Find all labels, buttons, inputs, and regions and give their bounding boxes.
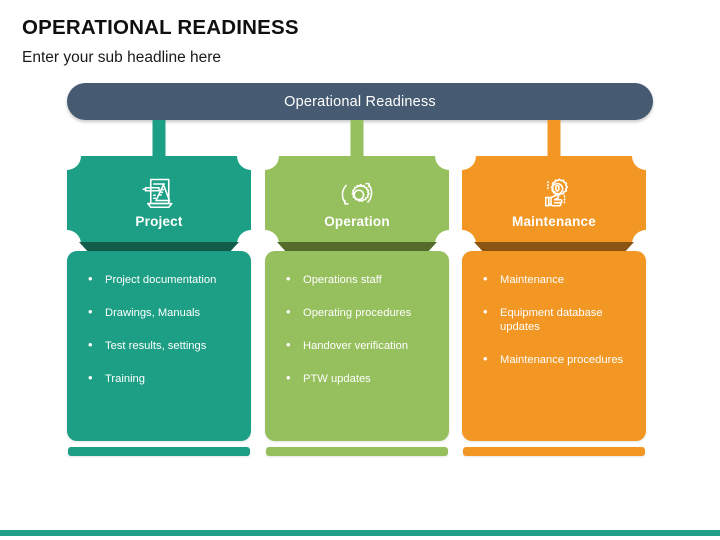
header-card-operation[interactable]: Operation xyxy=(265,156,449,244)
list-item: Operations staff xyxy=(273,272,441,287)
list-item: Maintenance procedures xyxy=(470,352,638,367)
body-card-operation: Operations staff Operating procedures Ha… xyxy=(265,251,449,441)
operational-readiness-banner[interactable]: Operational Readiness xyxy=(67,83,653,120)
document-ruler-pencil-icon xyxy=(142,178,173,209)
card-title-operation: Operation xyxy=(324,214,390,229)
under-bar-operation xyxy=(266,447,448,456)
bullet-list-project: Project documentation Drawings, Manuals … xyxy=(75,272,243,386)
header-card-shape-maintenance xyxy=(462,156,646,244)
list-item: PTW updates xyxy=(273,371,441,386)
gear-refresh-icon xyxy=(341,182,373,205)
list-item: Drawings, Manuals xyxy=(75,305,243,320)
hand-gear-wrench-icon xyxy=(544,178,569,207)
card-title-maintenance: Maintenance xyxy=(512,214,596,229)
page-title: OPERATIONAL READINESS xyxy=(22,16,299,39)
page-subtitle: Enter your sub headline here xyxy=(22,49,222,66)
list-item: Handover verification xyxy=(273,338,441,353)
list-item: Training xyxy=(75,371,243,386)
body-card-maintenance: Maintenance Equipment database updates M… xyxy=(462,251,646,441)
banner-label: Operational Readiness xyxy=(284,93,436,110)
list-item: Test results, settings xyxy=(75,338,243,353)
bullet-list-operation: Operations staff Operating procedures Ha… xyxy=(273,272,441,386)
under-bar-maintenance xyxy=(463,447,645,456)
connector-stem-operation xyxy=(350,120,364,158)
list-item: Equipment database updates xyxy=(470,305,605,334)
list-item: Project documentation xyxy=(75,272,243,287)
bullet-list-maintenance: Maintenance Equipment database updates M… xyxy=(470,272,638,367)
connector-stem-maintenance xyxy=(547,120,561,158)
header-card-maintenance[interactable]: Maintenance xyxy=(462,156,646,244)
connector-stem-project xyxy=(152,120,166,158)
list-item: Maintenance xyxy=(470,272,638,287)
under-bar-project xyxy=(68,447,250,456)
body-card-project: Project documentation Drawings, Manuals … xyxy=(67,251,251,441)
list-item: Operating procedures xyxy=(273,305,441,320)
card-title-project: Project xyxy=(135,214,183,229)
bottom-accent-bar xyxy=(0,530,720,536)
header-card-project[interactable]: Project xyxy=(67,156,251,244)
